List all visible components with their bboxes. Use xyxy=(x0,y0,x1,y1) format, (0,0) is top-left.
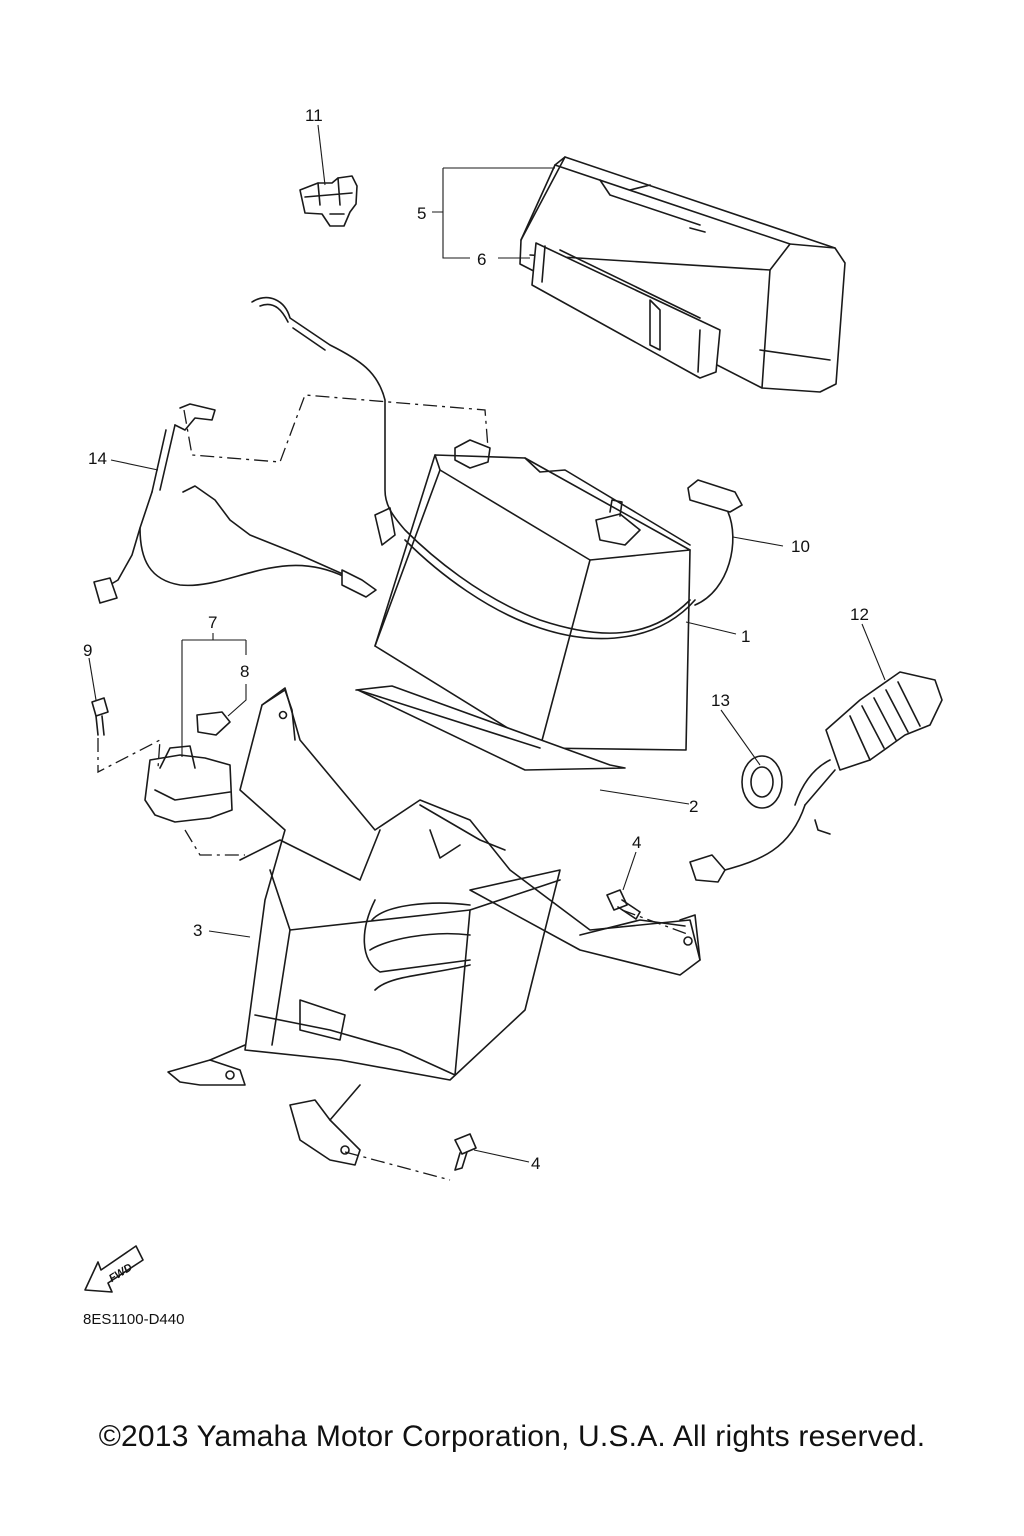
group-brackets xyxy=(181,167,555,757)
part-14-harness xyxy=(93,403,377,604)
callout-8: 8 xyxy=(240,662,249,681)
callout-4-upper: 4 xyxy=(632,833,641,852)
part-7-relay xyxy=(91,697,233,823)
callout-5: 5 xyxy=(417,204,426,223)
callout-11: 11 xyxy=(305,106,323,125)
part-4-bolt-lower xyxy=(454,1133,477,1171)
fwd-arrow: FWD xyxy=(84,1245,144,1293)
diagram-code: 8ES1100-D440 xyxy=(83,1311,185,1328)
part-1-battery xyxy=(374,439,691,751)
callout-2: 2 xyxy=(689,797,698,816)
part-2-pad xyxy=(355,685,626,771)
callout-12: 12 xyxy=(850,605,869,624)
part-5-battery-cover xyxy=(519,156,846,393)
copyright-notice: ©2013 Yamaha Motor Corporation, U.S.A. A… xyxy=(98,1420,926,1453)
battery-cable xyxy=(251,296,696,640)
part-3-battery-box xyxy=(167,687,701,1166)
callout-4-lower: 4 xyxy=(531,1154,540,1173)
callout-14: 14 xyxy=(88,449,107,468)
part-4-bolt-upper xyxy=(606,889,641,920)
part-13-bracket xyxy=(741,755,783,809)
assembly-lines xyxy=(97,394,691,1181)
callout-7: 7 xyxy=(208,613,217,632)
callout-3: 3 xyxy=(193,921,202,940)
callout-6: 6 xyxy=(477,250,486,269)
callout-1: 1 xyxy=(741,627,750,646)
callout-10: 10 xyxy=(791,537,810,556)
part-11-clamp xyxy=(299,175,358,227)
callout-9: 9 xyxy=(83,641,92,660)
part-12-socket xyxy=(689,671,943,883)
callout-13: 13 xyxy=(711,691,730,710)
callout-labels: 1 2 3 4 4 5 6 7 8 9 10 11 12 13 14 xyxy=(83,106,869,1173)
leader-lines xyxy=(88,124,886,1163)
part-10-cable xyxy=(687,479,743,606)
